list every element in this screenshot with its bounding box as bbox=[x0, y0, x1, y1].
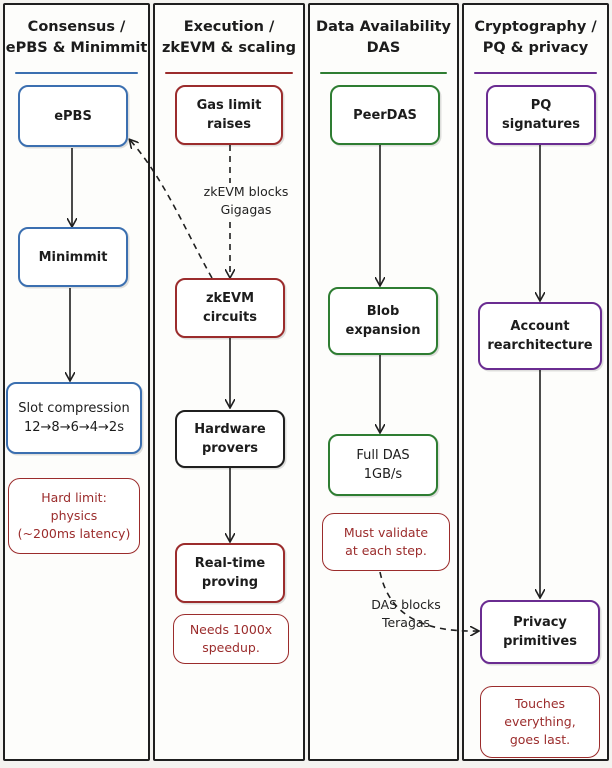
column-title-execution: Execution / zkEVM & scaling bbox=[161, 19, 297, 56]
dashed-arrow-zkevm-to-epbs bbox=[130, 140, 213, 279]
label-zkevm-blocks: zkEVM blocks Gigagas bbox=[196, 183, 296, 219]
node-hardware-provers: Hardware provers bbox=[175, 410, 285, 468]
column-underline bbox=[320, 72, 447, 74]
column-underline bbox=[165, 72, 293, 74]
note-touches-everything: Touches everything, goes last. bbox=[480, 686, 600, 758]
note-needs-speedup: Needs 1000x speedup. bbox=[173, 614, 289, 664]
node-gas-limit: Gas limit raises bbox=[175, 85, 283, 145]
note-must-validate: Must validate at each step. bbox=[322, 513, 450, 571]
node-blob-expansion: Blob expansion bbox=[328, 287, 438, 355]
node-epbs: ePBS bbox=[18, 85, 128, 147]
column-underline bbox=[474, 72, 597, 74]
column-title-cryptography: Cryptography / PQ & privacy bbox=[474, 19, 597, 56]
note-hard-limit: Hard limit: physics (~200ms latency) bbox=[8, 478, 140, 554]
node-peerdas: PeerDAS bbox=[330, 85, 440, 145]
column-title-data-availability: Data Availability DAS bbox=[316, 19, 451, 56]
node-pq-signatures: PQ signatures bbox=[486, 85, 596, 145]
node-account-rearchitecture: Account rearchitecture bbox=[478, 302, 602, 370]
node-zkevm-circuits: zkEVM circuits bbox=[175, 278, 285, 338]
node-slot-compression: Slot compression 12→8→6→4→2s bbox=[6, 382, 142, 454]
node-full-das: Full DAS 1GB/s bbox=[328, 434, 438, 496]
node-minimmit: Minimmit bbox=[18, 227, 128, 287]
node-privacy-primitives: Privacy primitives bbox=[480, 600, 600, 664]
column-underline bbox=[15, 72, 138, 74]
dashed-arrow-das-to-privacy bbox=[379, 571, 478, 631]
label-das-blocks: DAS blocks Teragas bbox=[371, 597, 441, 630]
column-title-consensus: Consensus / ePBS & Minimmit bbox=[5, 19, 148, 56]
node-realtime-proving: Real-time proving bbox=[175, 543, 285, 603]
